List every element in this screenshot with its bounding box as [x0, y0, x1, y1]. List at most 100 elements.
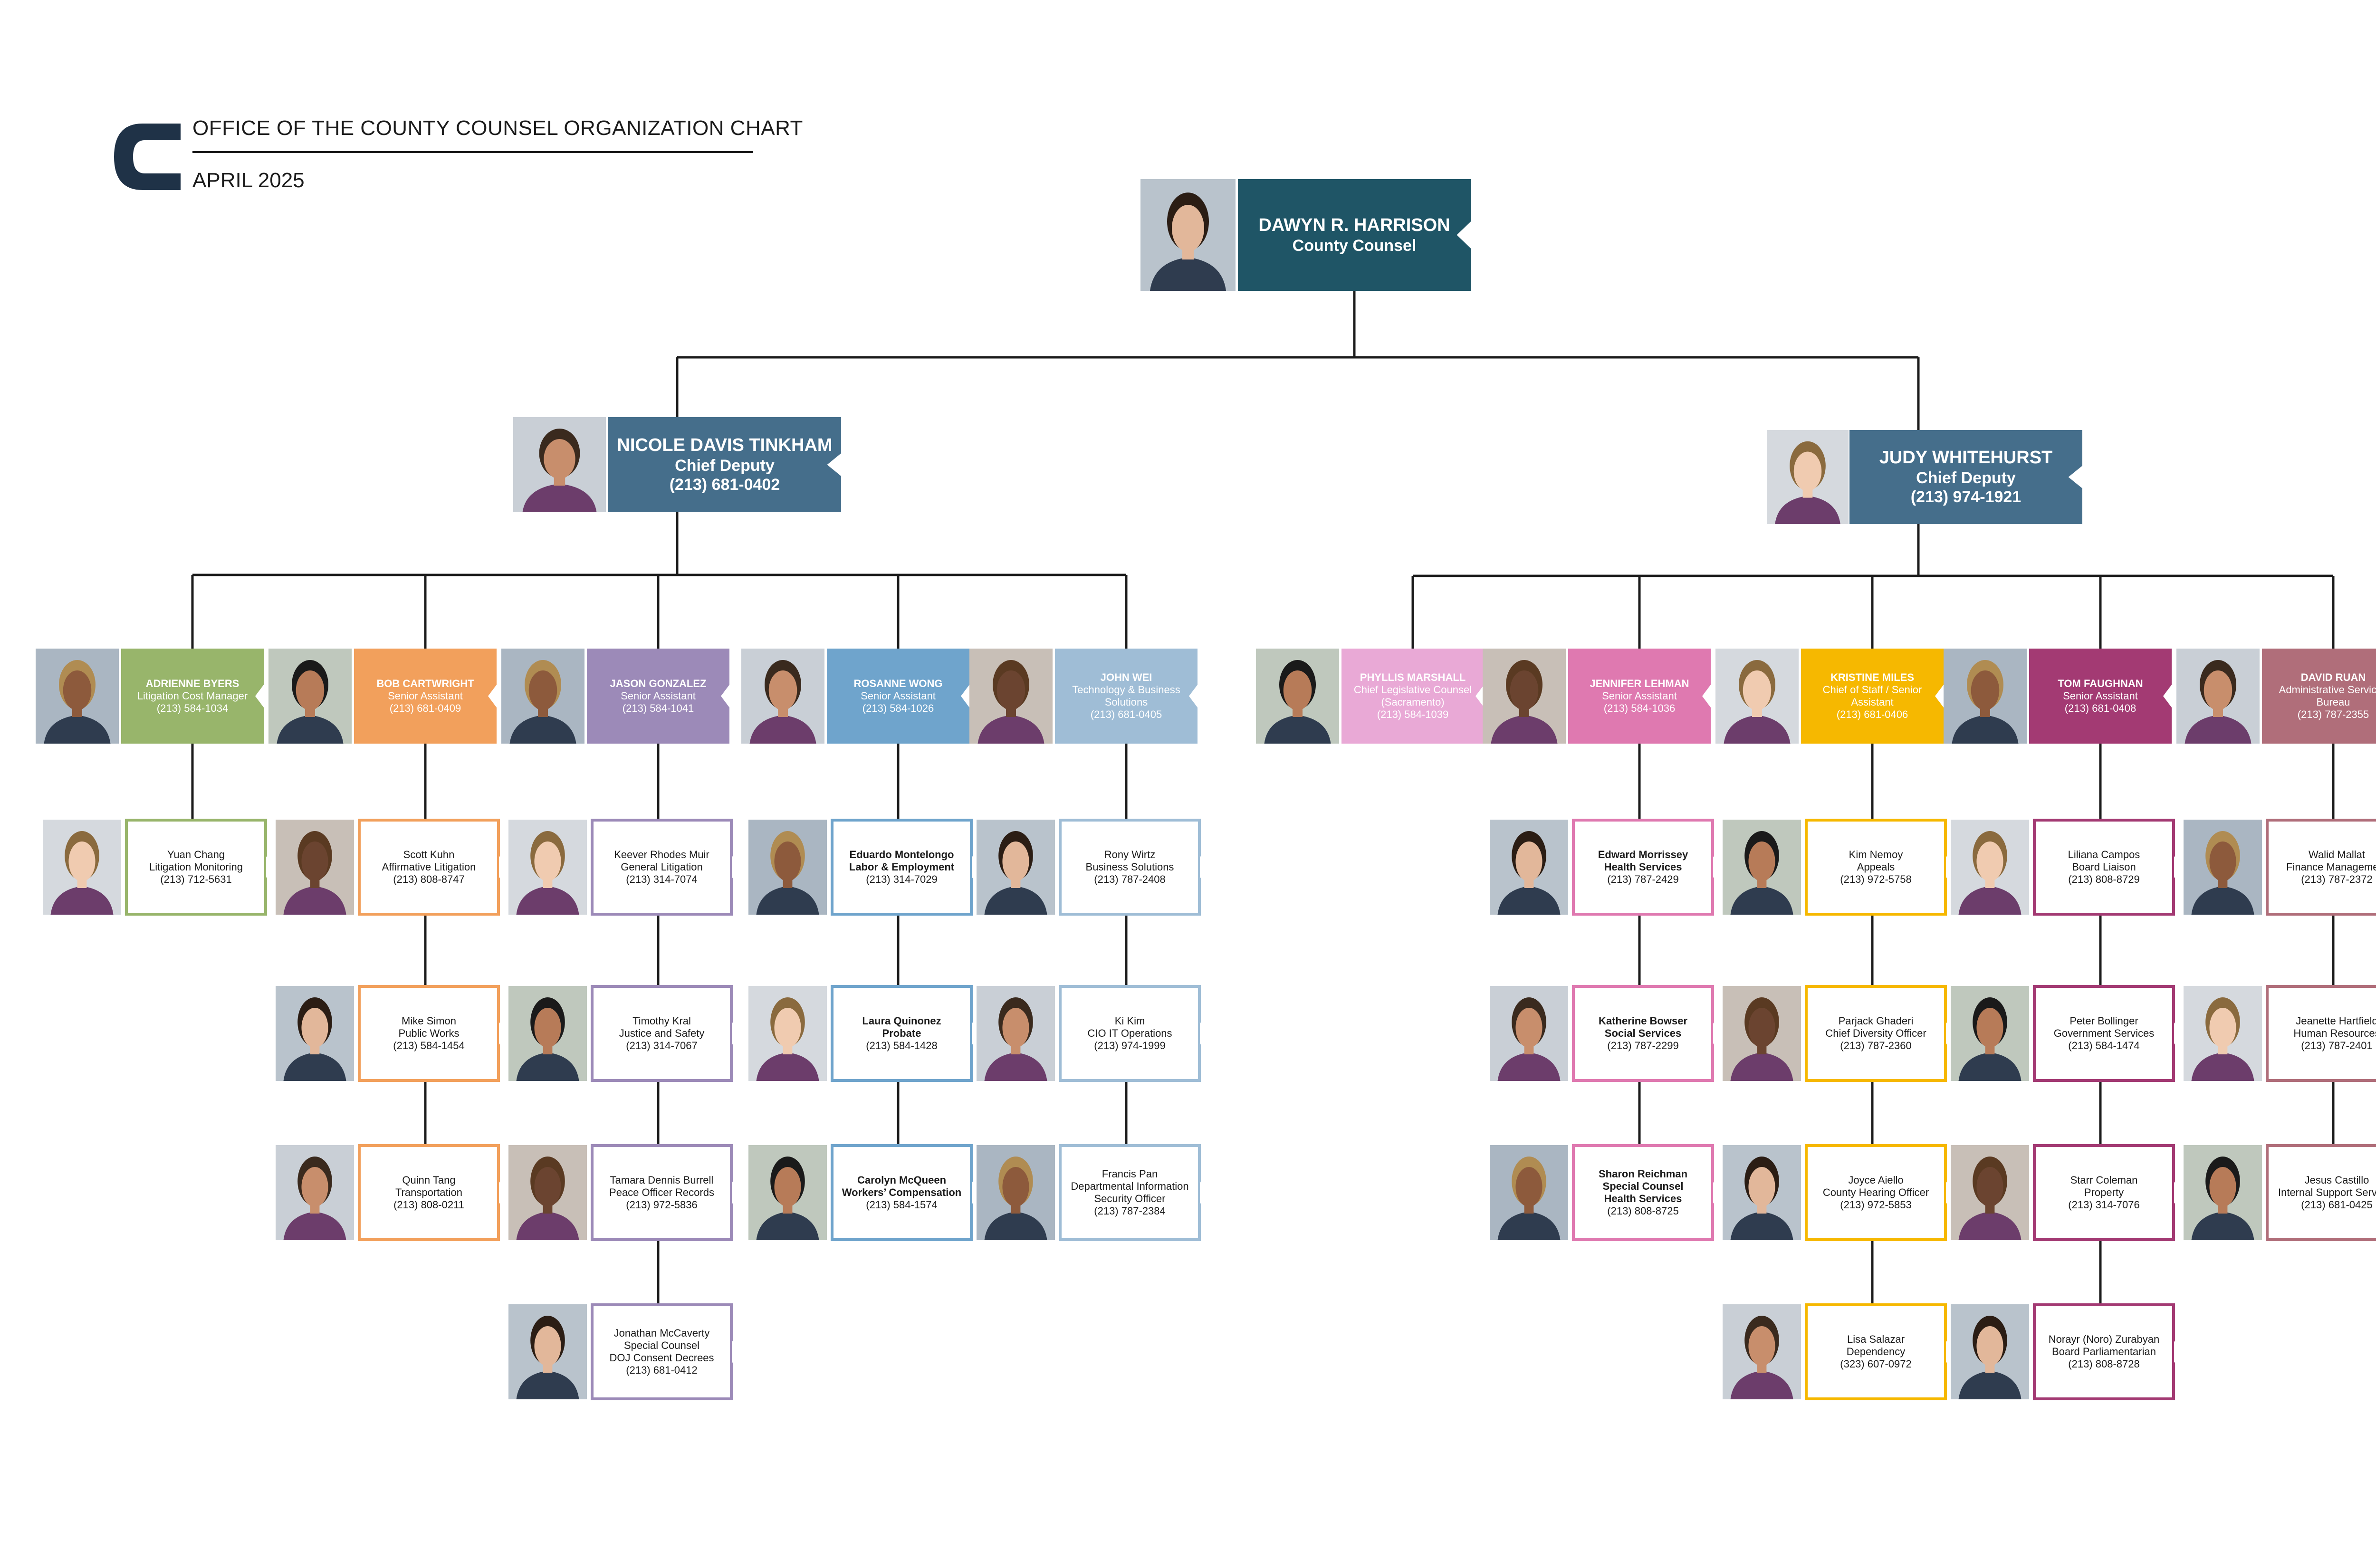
portrait-starr-coleman: [1951, 1145, 2029, 1240]
person-title: Senior Assistant: [621, 690, 696, 702]
person-title: Finance Management: [2286, 861, 2376, 873]
person-title: Property: [2084, 1186, 2124, 1199]
portrait-rosanne-wong: [741, 649, 824, 744]
portrait-jason-gonzalez: [501, 649, 584, 744]
person-name: TOM FAUGHNAN: [2058, 678, 2143, 690]
person-phone: (213) 681-0412: [626, 1364, 698, 1376]
person-phone: (213) 787-2355: [2297, 708, 2369, 720]
person-phone: (213) 787-2384: [1094, 1205, 1166, 1217]
person-phone: (213) 314-7076: [2068, 1198, 2140, 1211]
chart-title: OFFICE OF THE COUNTY COUNSEL ORGANIZATIO…: [192, 116, 803, 140]
box-outline: [2266, 819, 2376, 916]
person-name: KRISTINE MILES: [1830, 671, 1914, 684]
person-title: General Litigation: [621, 861, 703, 873]
person-phone: (213) 584-1574: [866, 1198, 938, 1211]
portrait-yuan-chang: [43, 820, 121, 915]
person-name: Eduardo Montelongo: [849, 849, 954, 861]
person-title: Special Counsel DOJ Consent Decrees: [609, 1339, 714, 1364]
person-name: Scott Kuhn: [403, 849, 455, 861]
person-title: Peace Officer Records: [609, 1186, 714, 1199]
person-phone: (213) 808-8747: [393, 873, 465, 885]
portrait-jeanette-hartfield: [2184, 986, 2262, 1081]
person-title: Transportation: [395, 1186, 463, 1199]
portrait-peter-bollinger: [1951, 986, 2029, 1081]
person-title: Senior Assistant: [1602, 690, 1677, 702]
portrait-judy-whitehurst: [1767, 430, 1849, 524]
person-name: Timothy Kral: [632, 1015, 691, 1027]
person-title: Senior Assistant: [388, 690, 463, 702]
portrait-john-wei: [969, 649, 1053, 744]
person-name: Jeanette Hartfield: [2296, 1015, 2376, 1027]
portrait-scott-kuhn: [276, 820, 354, 915]
person-phone: (213) 681-0405: [1090, 708, 1162, 720]
box-outline: [2266, 985, 2376, 1082]
portrait-liliana-campos: [1951, 820, 2029, 915]
portrait-sharon-reichman: [1490, 1145, 1568, 1240]
person-title: Litigation Monitoring: [149, 861, 243, 873]
person-name: Tamara Dennis Burrell: [610, 1174, 714, 1186]
person-title: CIO IT Operations: [1087, 1027, 1172, 1040]
portrait-eduardo-montelongo: [748, 820, 827, 915]
portrait-nicole-davis-tinkham: [513, 417, 606, 512]
person-phone: (213) 681-0406: [1836, 708, 1908, 720]
person-phone: (213) 808-8729: [2068, 873, 2140, 885]
person-phone: (213) 584-1036: [1603, 702, 1676, 714]
person-title: Appeals: [1857, 861, 1895, 873]
title-divider: [192, 151, 753, 153]
portrait-jesus-castillo: [2184, 1145, 2262, 1240]
person-title: Workers’ Compensation: [842, 1186, 962, 1199]
portrait-parjack-ghaderi: [1723, 986, 1801, 1081]
person-name: Quinn Tang: [402, 1174, 456, 1186]
portrait-carolyn-mcqueen: [748, 1145, 827, 1240]
portrait-kristine-miles: [1715, 649, 1799, 744]
person-phone: (213) 681-0409: [389, 702, 461, 714]
person-phone: (213) 584-1026: [862, 702, 934, 714]
portrait-walid-mallat: [2184, 820, 2262, 915]
person-name: Yuan Chang: [167, 849, 225, 861]
person-name: Starr Coleman: [2070, 1174, 2138, 1186]
person-title: Chief of Staff / Senior Assistant: [1822, 684, 1922, 708]
person-title: Special Counsel Health Services: [1602, 1180, 1684, 1205]
person-phone: (213) 584-1428: [866, 1039, 938, 1052]
person-title: County Counsel: [1292, 236, 1417, 255]
person-name: DAVID RUAN: [2300, 671, 2366, 684]
portrait-tom-faughnan: [1944, 649, 2027, 744]
person-title: Social Services: [1604, 1027, 1682, 1040]
person-title: Chief Legislative Counsel (Sacramento): [1353, 684, 1472, 708]
portrait-phyllis-marshall: [1256, 649, 1339, 744]
person-phone: (213) 681-0408: [2064, 702, 2136, 714]
person-title: Administrative Services Bureau: [2279, 684, 2376, 708]
person-title: Technology & Business Solutions: [1072, 684, 1180, 708]
person-title: County Hearing Officer: [1822, 1186, 1929, 1199]
person-title: Business Solutions: [1085, 861, 1174, 873]
person-name: Peter Bollinger: [2069, 1015, 2138, 1027]
person-phone: (213) 974-1921: [1910, 488, 2022, 507]
person-phone: (213) 314-7067: [626, 1039, 698, 1052]
person-title: Internal Support Services: [2278, 1186, 2376, 1199]
portrait-keever-rhodes-muir: [508, 820, 587, 915]
portrait-edward-morrissey: [1490, 820, 1568, 915]
person-title: Dependency: [1846, 1346, 1906, 1358]
person-phone: (213) 681-0402: [669, 476, 780, 494]
county-counsel-logo: [114, 124, 181, 190]
portrait-tamara-dennis-burrell: [508, 1145, 587, 1240]
person-name: Edward Morrissey: [1598, 849, 1688, 861]
